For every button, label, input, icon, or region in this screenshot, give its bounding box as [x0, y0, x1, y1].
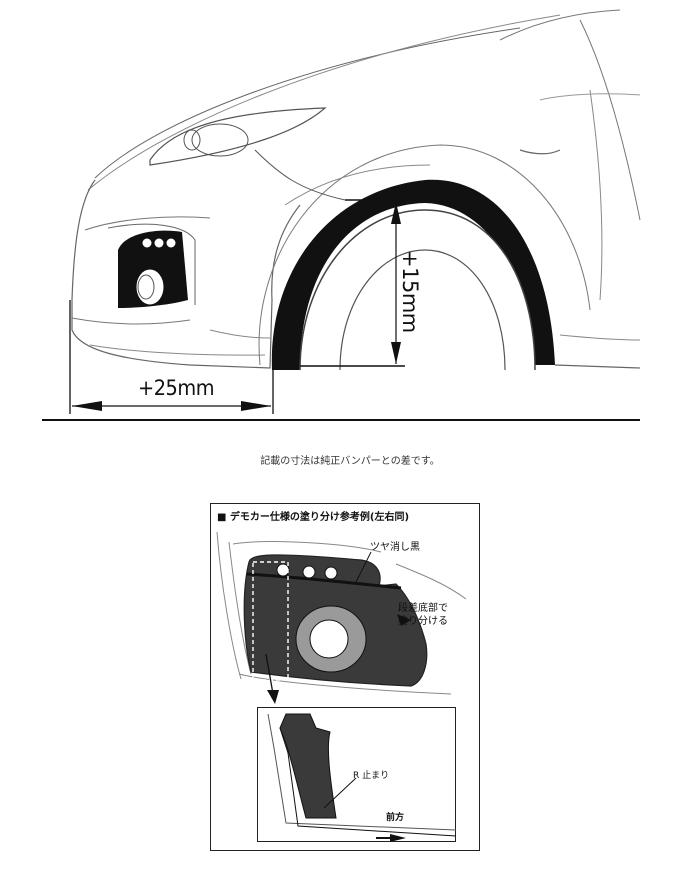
car-front-illustration: [42, 9, 641, 421]
leader-line: [254, 149, 346, 201]
fog-lamp-inner: [137, 274, 155, 300]
fog-lamp-lens: [309, 619, 349, 659]
drl-light-3: [166, 238, 176, 248]
fog-housing-illustration: [216, 531, 467, 704]
bumper-crease: [209, 329, 271, 339]
drl-light-2: [154, 238, 164, 248]
wheel-rim: [339, 249, 506, 371]
lower-door-line: [559, 334, 641, 341]
step-callout-arrow: [397, 614, 411, 626]
bumper-lower-edge: [89, 344, 266, 356]
bumper-outline-2: [228, 541, 252, 675]
wheel-arch: [271, 179, 555, 370]
section-detail-illustration: [267, 713, 457, 842]
height-dimension: +15mm: [398, 250, 422, 333]
front-extension-dimension: +25mm: [138, 376, 215, 400]
door-line: [589, 89, 603, 301]
matte-black-label: ツヤ消し黒: [370, 542, 420, 553]
windshield-pillar: [499, 9, 621, 41]
fender-arch-outer: [284, 164, 431, 206]
detail-arrow-head: [267, 690, 279, 704]
fog-surround-line: [107, 223, 196, 305]
paint-example-panel: ■ デモカー仕様の塗り分け参考例(左右同) ツヤ消し黒 段差底部で 塗り分ける …: [210, 503, 480, 851]
fender-edge: [395, 563, 467, 600]
side-skirt: [554, 364, 641, 369]
front-direction-label: 前方: [386, 813, 405, 823]
step-paint-label: 段差底部で 塗り分ける: [398, 603, 448, 627]
headlight-lens: [191, 123, 249, 157]
gloss-callout-arrow: [355, 551, 372, 583]
side-character-line: [539, 93, 641, 101]
hood-edge: [232, 541, 382, 553]
a-pillar: [579, 19, 641, 221]
housing-top-lip: [246, 572, 402, 590]
front-arrow-right: [241, 401, 271, 411]
panel-title: ■ デモカー仕様の塗り分け参考例(左右同): [217, 512, 410, 523]
dimension-note: 記載の寸法は純正バンパーとの差です。: [260, 456, 440, 467]
bumper-lip: [71, 317, 191, 325]
headlight-projector: [183, 129, 201, 151]
section-outline-front: [279, 727, 457, 837]
side-marker: [519, 149, 561, 155]
hood-line-2: [87, 14, 561, 191]
r-stop-label: R 止まり: [353, 771, 390, 781]
tire: [299, 209, 536, 371]
front-direction-arrow: [390, 834, 406, 842]
hood-line: [94, 27, 521, 179]
drl-hole-2: [302, 565, 316, 579]
bumper-outline: [216, 531, 242, 680]
front-arrow-left: [72, 401, 102, 411]
detail-arrow-line: [265, 653, 274, 695]
drl-light-1: [142, 238, 152, 248]
fender-line: [258, 144, 591, 366]
r-stop-leader: [323, 777, 357, 809]
drl-hole-3: [324, 566, 338, 580]
detail-inset: R 止まり 前方: [257, 707, 457, 842]
height-arrow-bottom: [391, 342, 401, 364]
grille-line: [84, 216, 211, 231]
fog-lamp: [135, 268, 165, 306]
section-gray-fill: [279, 713, 337, 819]
section-outline-back: [267, 713, 457, 831]
drl-hole-1: [276, 563, 290, 577]
height-arrow-top: [391, 202, 401, 224]
headlight: [149, 107, 327, 166]
front-bumper: [71, 179, 301, 369]
